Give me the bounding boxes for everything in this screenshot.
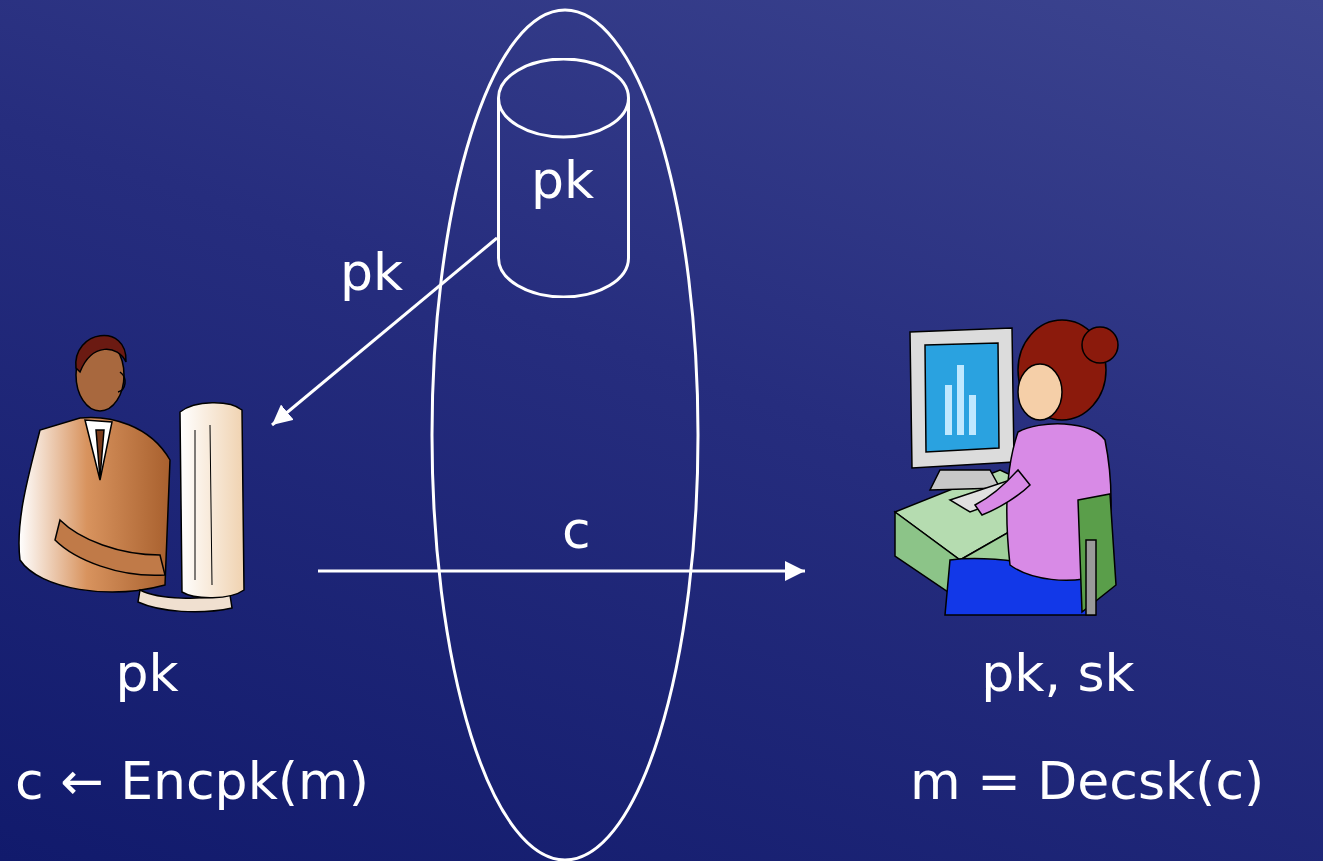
sender-figure [19, 336, 244, 612]
node-label: pk [10, 643, 284, 703]
arrow-connector [318, 570, 805, 573]
edge-label: c [562, 500, 591, 560]
edge-label: pk [340, 242, 403, 302]
receiver-figure [895, 320, 1118, 615]
sender-node: pk c ← Encpk(m) [10, 318, 440, 811]
arrow-connector [272, 238, 497, 425]
formula-text: c ← Encpk(m) [15, 751, 440, 811]
node-label: pk, sk [805, 643, 1311, 703]
edge-label-holder: c [562, 500, 591, 560]
cylinder-top [499, 59, 629, 137]
channel-ellipse [432, 10, 698, 860]
formula-text: m = Decsk(c) [910, 751, 1320, 811]
node-label: pk [531, 150, 630, 210]
edge-label-holder: pk [340, 242, 403, 302]
key-store-cylinder: pk [497, 58, 630, 298]
receiver-node: pk, sk m = Decsk(c) [805, 318, 1320, 811]
